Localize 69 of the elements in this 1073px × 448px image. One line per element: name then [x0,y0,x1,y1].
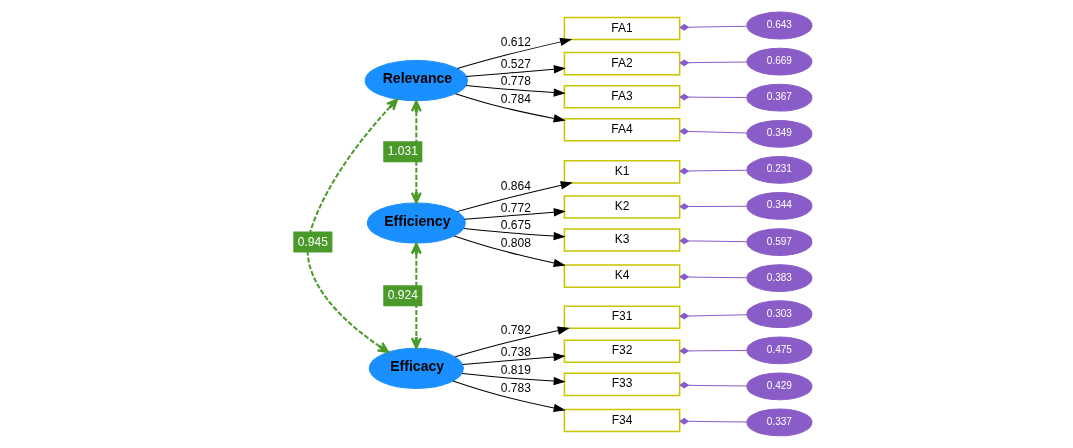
node-ellipse: 0.303 [745,300,812,329]
node-ellipse: 0.231 [745,155,812,184]
arrow [465,85,565,97]
arrow [410,100,422,204]
node-ellipse: 0.383 [745,264,812,293]
arrow [463,208,565,220]
node-ellipse: 0.337 [745,408,812,437]
node-ellipse: 0.429 [745,372,812,401]
connector [679,273,747,281]
node-ellipse: Relevance [364,60,468,102]
edge-label: 0.924 [387,288,418,303]
node-ellipse: 0.643 [745,11,812,40]
arrow [455,181,572,213]
node-box: K1 [563,160,680,184]
arrow [454,93,565,123]
connector [679,347,747,355]
connector [679,93,747,101]
node-box: F31 [563,305,680,329]
edge-label: 0.864 [500,178,531,193]
connector [679,203,747,210]
arrow [454,326,569,358]
connector [679,167,747,175]
arrow [461,352,565,366]
connector [679,417,747,425]
node-ellipse: 0.475 [745,336,812,365]
connector [679,237,747,245]
arrow [452,380,565,412]
node-box: F34 [563,408,680,433]
edge-label: 0.819 [500,362,531,377]
connector [679,381,747,389]
connector [679,59,747,67]
arrow [410,242,422,350]
node-ellipse: 0.597 [745,228,812,256]
arrow [306,98,398,354]
node-box: FA4 [563,118,680,142]
node-box: F33 [563,372,680,397]
edge-label: 0.784 [500,92,531,107]
edge-label: 0.945 [297,234,328,249]
edge-label: 0.783 [500,381,531,395]
edge-label: 0.792 [500,322,531,337]
connector [679,128,747,135]
edge-label: 0.612 [500,35,531,50]
connector [679,312,747,320]
arrow [461,373,565,386]
edge-label: 0.738 [500,344,531,359]
arrow [462,227,565,241]
arrow [456,37,571,70]
node-box: F32 [563,339,680,364]
edge-label: 0.778 [500,74,531,89]
node-ellipse: Efficacy [368,347,464,389]
edge-label: 0.527 [500,57,531,72]
arrow [453,235,565,267]
edge-label: 0.675 [500,217,531,232]
connector [679,24,747,31]
edge-label: 0.772 [500,200,531,215]
node-box: K2 [563,195,680,219]
node-box: FA1 [563,16,680,41]
node-box: K3 [563,228,680,252]
arrow [465,65,565,78]
edge-label: 1.031 [387,144,418,159]
node-box: FA3 [563,84,680,109]
edge-label: 0.808 [500,235,531,250]
node-ellipse: 0.349 [745,119,812,148]
node-box: FA2 [563,51,680,76]
node-ellipse: 0.344 [745,192,812,220]
node-box: K4 [563,264,680,288]
node-ellipse: Efficiency [366,202,466,244]
node-ellipse: 0.367 [745,83,812,112]
node-ellipse: 0.669 [745,47,812,76]
